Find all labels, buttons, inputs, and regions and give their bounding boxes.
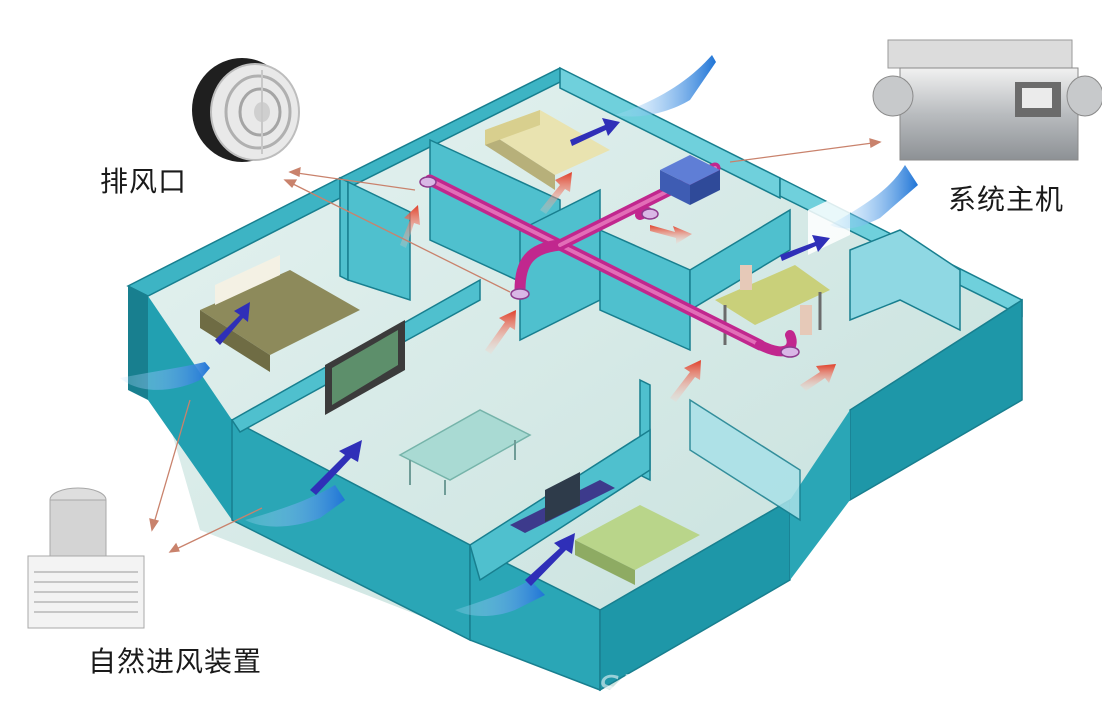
outdoor-air-arrows bbox=[120, 55, 918, 616]
exhaust-air-arrows bbox=[400, 172, 836, 402]
top-bed bbox=[485, 110, 610, 190]
callout-lines bbox=[149, 138, 882, 553]
outer-walls bbox=[126, 66, 1023, 692]
wall-intake-device-icon bbox=[27, 487, 145, 629]
ventilation-host-unit-icon bbox=[872, 39, 1102, 161]
natural-intake-label: 自然进风装置 bbox=[88, 645, 263, 678]
glass-table bbox=[398, 409, 532, 495]
system-host-label: 系统主机 bbox=[948, 183, 1065, 216]
left-bed bbox=[200, 255, 360, 372]
furniture bbox=[200, 110, 850, 585]
supply-air-arrows bbox=[215, 118, 830, 586]
duct-vents bbox=[419, 176, 800, 358]
wall-tv bbox=[325, 320, 405, 415]
exhaust-vent-icon bbox=[192, 58, 300, 162]
watermark: Shuoshu CN 贝斯比100 bbox=[598, 669, 982, 709]
exhaust-vent-label: 排风口 bbox=[100, 165, 188, 198]
dining-table bbox=[715, 265, 830, 345]
host-unit-in-house bbox=[660, 155, 720, 205]
front-bedroom-furniture bbox=[510, 472, 700, 585]
